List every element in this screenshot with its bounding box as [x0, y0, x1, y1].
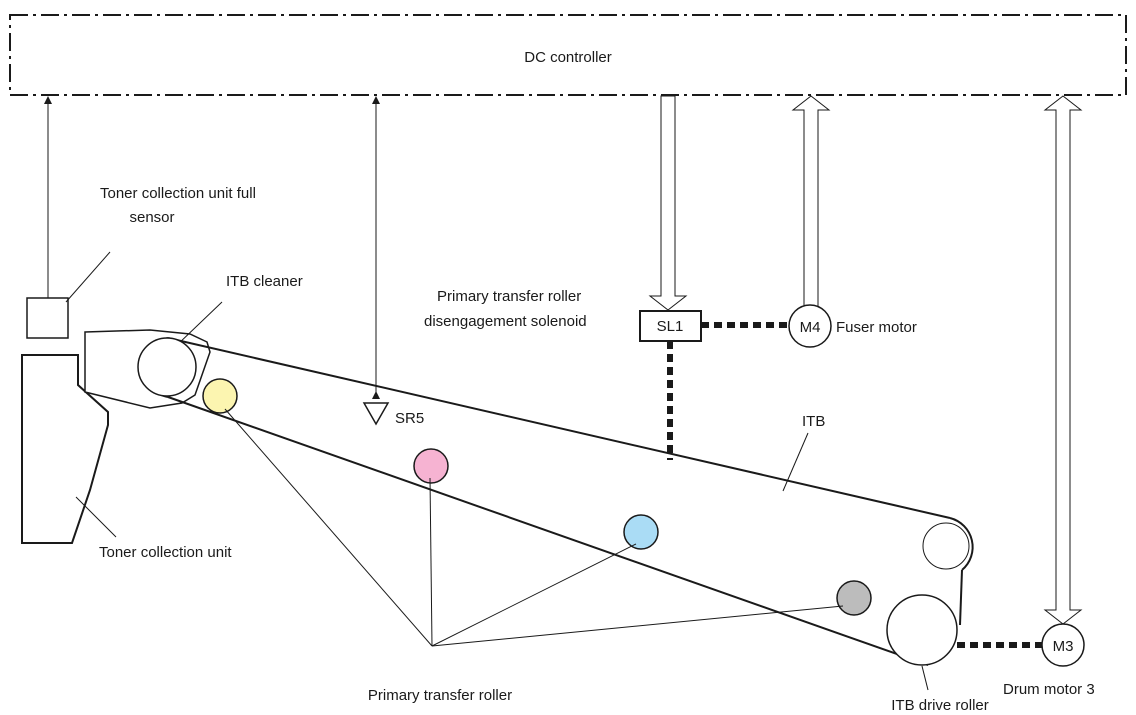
fuser-motor-m4: [788, 304, 832, 348]
itb-label: ITB: [802, 413, 825, 430]
primary-transfer-roller-yellow: [202, 378, 238, 414]
primary-transfer-roller-black: [836, 580, 872, 616]
itb-belt-top: [167, 337, 951, 519]
toner-collection-unit: [21, 354, 109, 544]
m4-drive-arrow: [791, 95, 831, 333]
primary-transfer-roller-cyan: [623, 514, 659, 550]
drum-motor-m3: [1041, 623, 1085, 667]
itb-drive-roller-label: ITB drive roller: [891, 697, 989, 714]
toner-sensor-label-2: sensor: [129, 209, 174, 226]
itb-right-roller: [922, 522, 970, 570]
itb-cleaner-leader-line: [175, 301, 223, 347]
itb-left-roller: [137, 337, 197, 397]
sensor-leader-line: [65, 251, 111, 303]
toner-collection-unit-label: Toner collection unit: [99, 544, 232, 561]
toner-full-sensor: [26, 297, 69, 339]
drive-roller-leader-line: [921, 665, 929, 691]
roller-leader-yellow: [224, 408, 433, 647]
roller-leader-black: [431, 605, 844, 647]
dc-controller-label: DC controller: [524, 49, 612, 66]
primary-transfer-roller-label: Primary transfer roller: [368, 687, 512, 704]
itb-drive-roller: [886, 594, 958, 666]
dc-controller-box: [9, 14, 1127, 96]
m3-label: M3: [1053, 638, 1074, 655]
sr5-label: SR5: [395, 410, 424, 427]
toner-sensor-label-1: Toner collection unit full: [100, 185, 256, 202]
m4-label: M4: [800, 319, 821, 336]
sl1-label: SL1: [657, 318, 684, 335]
fuser-motor-label: Fuser motor: [836, 319, 917, 336]
roller-leader-magenta: [429, 477, 433, 647]
itb-leader-line: [782, 432, 809, 492]
itb-belt-right-side: [959, 569, 963, 626]
m3-drive-arrow: [1043, 95, 1083, 625]
toner-unit-leader-line: [75, 496, 117, 538]
primary-transfer-roller-magenta: [413, 448, 449, 484]
drum-motor-label: Drum motor 3: [1003, 681, 1095, 698]
sl1-drive-arrow: [648, 95, 688, 311]
solenoid-label-1: Primary transfer roller: [437, 288, 581, 305]
itb-cleaner-label: ITB cleaner: [226, 273, 303, 290]
roller-leader-cyan: [431, 543, 637, 647]
sr5-sensor-icon: [362, 402, 390, 426]
itb-belt-bottom: [167, 396, 929, 666]
solenoid-label-2: disengagement solenoid: [424, 313, 587, 330]
itb-belt-right-edge: [949, 517, 974, 571]
